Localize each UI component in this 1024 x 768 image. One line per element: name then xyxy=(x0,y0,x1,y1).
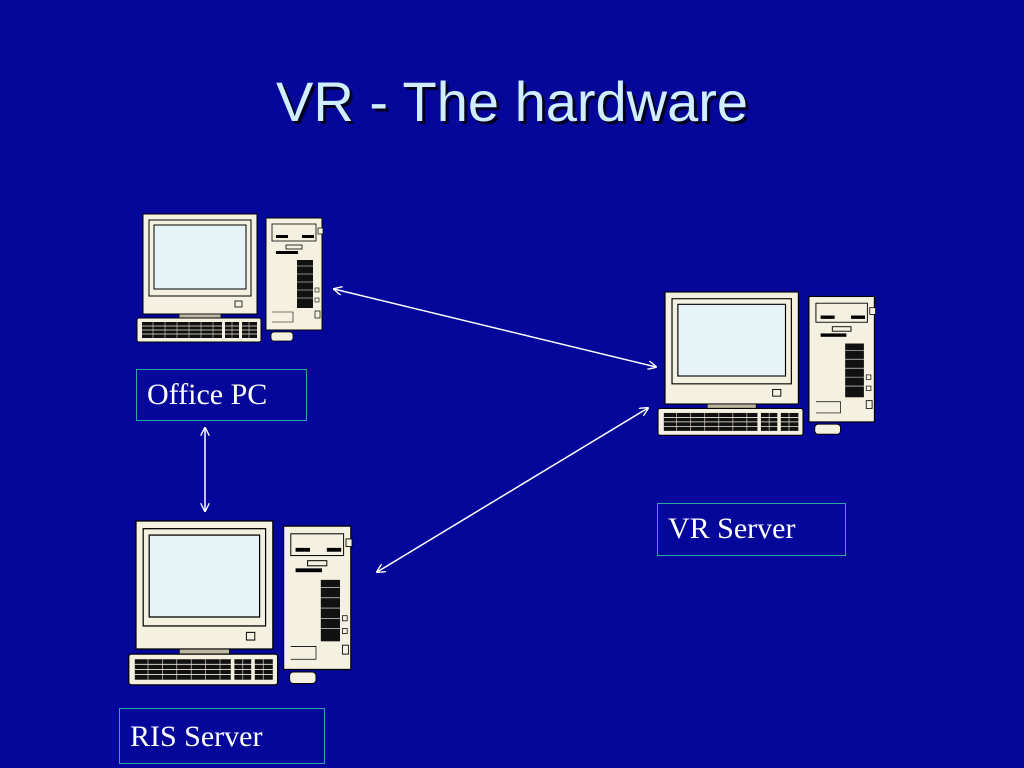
connector-ris-server-vr-server xyxy=(377,408,648,572)
connector-office-pc-vr-server xyxy=(334,289,656,367)
office-pc-label: Office PC xyxy=(136,369,307,421)
ris-server-computer-icon xyxy=(128,520,353,686)
ris-server-label: RIS Server xyxy=(119,708,325,764)
vr-server-computer-icon xyxy=(657,291,877,436)
office-pc-computer-icon xyxy=(136,213,324,343)
slide-title: VR - The hardware xyxy=(275,70,749,133)
vr-server-label: VR Server xyxy=(657,503,846,556)
